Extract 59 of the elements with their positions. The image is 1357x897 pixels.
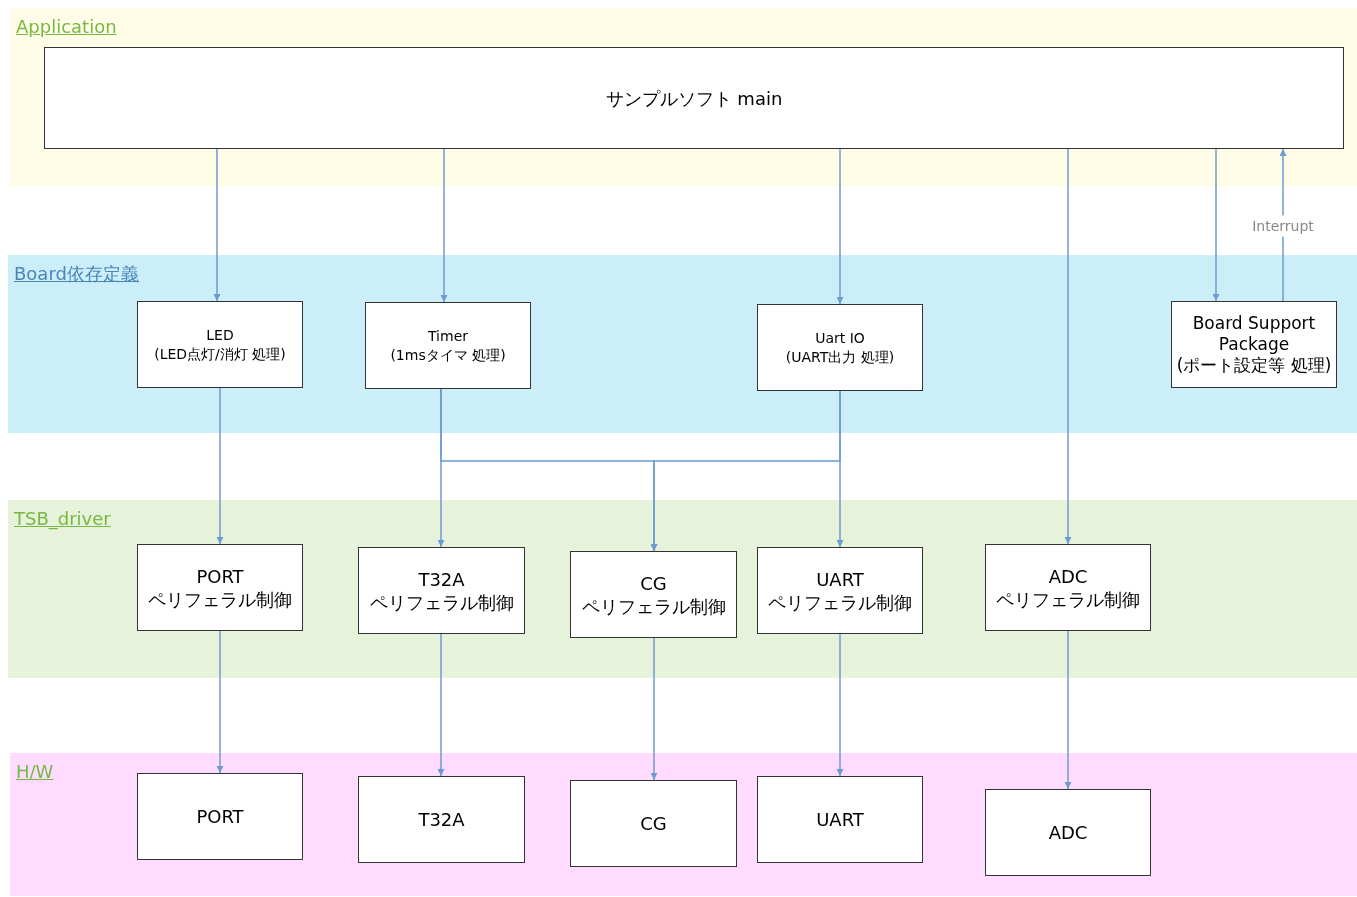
module-label: ペリフェラル制御 — [369, 590, 514, 614]
module-label: PORT — [196, 805, 244, 828]
layer-title: H/W — [16, 760, 54, 784]
layer-band — [10, 753, 1357, 896]
arrow — [216, 630, 224, 774]
arrow — [650, 637, 658, 781]
module-label: Uart IO — [815, 328, 865, 348]
module-label: ADC — [1048, 821, 1088, 844]
layer-band — [10, 8, 1357, 186]
module-label: ペリフェラル制御 — [768, 590, 912, 614]
module-box — [985, 544, 1151, 631]
module-box — [570, 780, 737, 867]
module-box — [757, 776, 923, 863]
module-label: (UART出力 処理) — [785, 347, 895, 367]
edge-label: Interrupt — [1250, 215, 1316, 237]
arrow — [836, 390, 844, 548]
arrow — [216, 387, 224, 545]
arrow — [1212, 148, 1220, 302]
module-box — [137, 301, 303, 388]
module-label: CG — [640, 571, 667, 595]
module-label: T32A — [418, 567, 465, 591]
module-label: LED — [206, 325, 234, 345]
module-box — [365, 302, 531, 389]
layer-band — [8, 500, 1357, 678]
layer-title: Application — [16, 15, 117, 39]
module-label: Timer — [428, 326, 468, 346]
module-box — [757, 547, 923, 634]
module-label: UART — [816, 808, 864, 831]
arrow — [437, 633, 445, 777]
module-label: T32A — [418, 808, 465, 831]
arrow — [1064, 148, 1072, 545]
module-label: CG — [640, 812, 667, 835]
module-label: ペリフェラル制御 — [996, 587, 1140, 611]
module-label: ADC — [1048, 564, 1088, 588]
layer-title: Board依存定義 — [14, 262, 139, 286]
module-label: Board Support Package (ポート設定等 処理) — [1175, 313, 1333, 376]
arrow — [213, 148, 221, 302]
module-label: ペリフェラル制御 — [148, 587, 292, 611]
arrow — [836, 633, 844, 777]
module-label: (LED点灯/消灯 処理) — [154, 344, 286, 364]
module-box — [358, 547, 525, 634]
module-box — [137, 544, 303, 631]
module-box — [757, 304, 923, 391]
module-box — [44, 47, 1344, 149]
module-label: UART — [816, 567, 864, 591]
module-box — [570, 551, 737, 638]
arrow — [440, 148, 448, 303]
module-box — [1171, 301, 1337, 388]
module-box — [358, 776, 525, 863]
module-label: (1msタイマ 処理) — [390, 345, 506, 365]
arrow — [836, 148, 844, 305]
layer-title: TSB_driver — [14, 507, 111, 532]
module-label: PORT — [196, 564, 244, 588]
module-box — [137, 773, 303, 860]
layer-band — [8, 255, 1357, 433]
module-box — [985, 789, 1151, 876]
module-label: サンプルソフト main — [605, 86, 783, 111]
module-label: ペリフェラル制御 — [581, 594, 726, 618]
arrow — [1064, 630, 1072, 790]
